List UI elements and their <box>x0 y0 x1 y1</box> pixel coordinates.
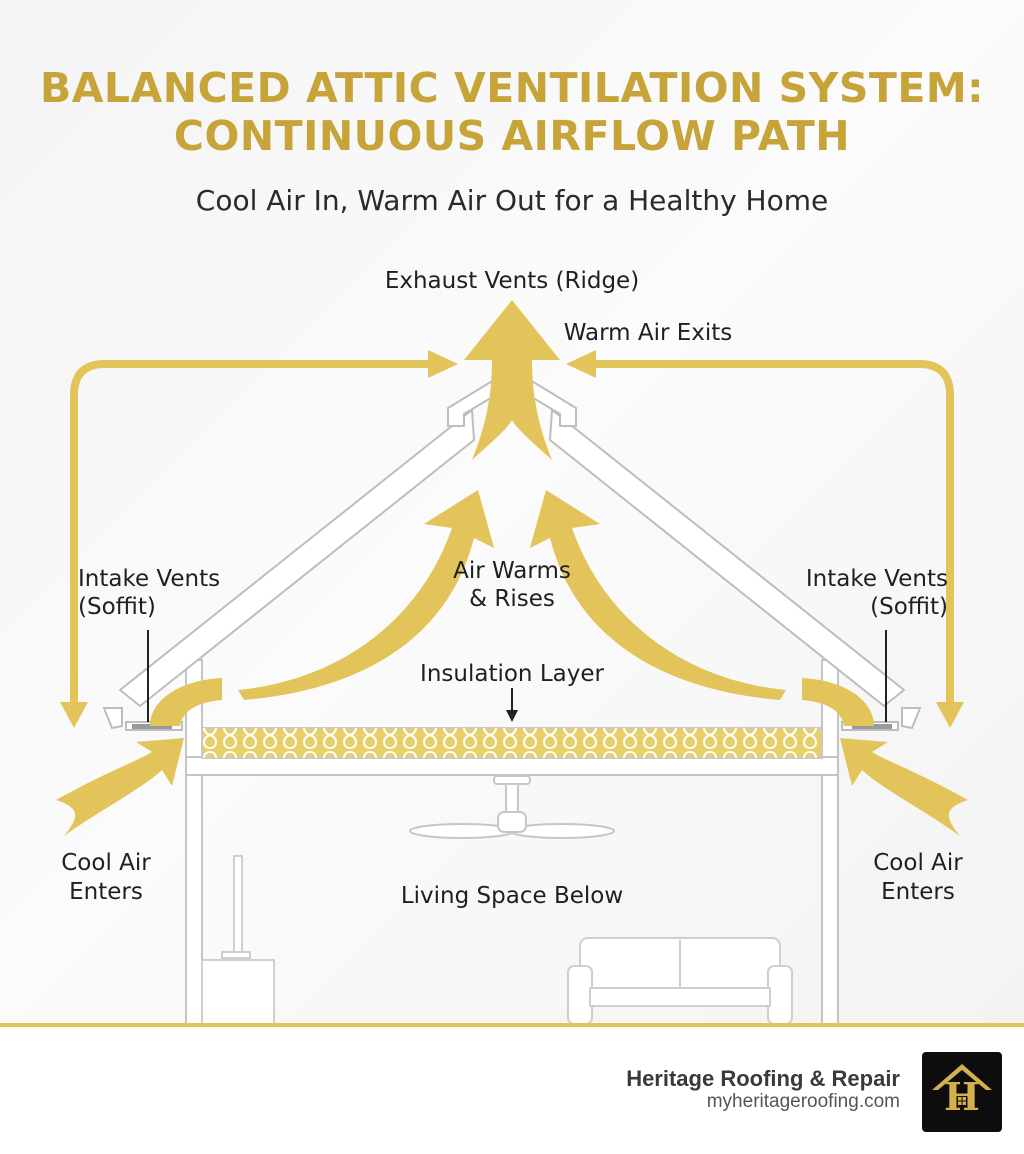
soffit-vent-right-icon <box>852 724 892 729</box>
attic-ventilation-diagram: Exhaust Vents (Ridge) Warm Air Exits Int… <box>0 268 1024 1027</box>
exhaust-vents-label: Exhaust Vents (Ridge) <box>385 268 639 294</box>
living-space-label: Living Space Below <box>401 883 623 909</box>
intake-curl-left <box>150 678 222 726</box>
exhaust-arrow <box>464 300 560 460</box>
insulation-pointer-arrowhead <box>506 710 518 722</box>
cool-air-right-label-2: Enters <box>881 879 955 905</box>
loop-arrowhead-right-bottom <box>936 702 964 728</box>
title-line-1: BALANCED ATTIC VENTILATION SYSTEM: <box>39 64 985 112</box>
cool-air-left-label-1: Cool Air <box>61 850 151 876</box>
roof-left <box>119 409 475 707</box>
diagram-subtitle: Cool Air In, Warm Air Out for a Healthy … <box>195 184 829 217</box>
airflow-arrows <box>56 300 968 836</box>
air-warms-label-2: & Rises <box>469 586 555 612</box>
ceiling-fan-icon <box>409 775 615 839</box>
footer <box>0 1027 1024 1154</box>
cool-air-arrow-left <box>56 738 184 836</box>
loop-arrowhead-left-top <box>428 350 458 378</box>
company-url: myheritageroofing.com <box>706 1091 900 1112</box>
company-logo: H <box>922 1052 1002 1132</box>
house-logo-icon: H <box>932 1064 992 1119</box>
intake-left-label-2: (Soffit) <box>78 594 156 620</box>
intake-curl-right <box>802 678 874 726</box>
tv-stand <box>201 855 275 1026</box>
title-line-2: CONTINUOUS AIRFLOW PATH <box>173 112 851 160</box>
loop-line-left <box>70 360 430 708</box>
cool-air-right-label-1: Cool Air <box>873 850 963 876</box>
loop-arrowhead-right-top <box>566 350 596 378</box>
sofa <box>567 937 793 1025</box>
rising-arrow-right <box>530 490 786 700</box>
cool-air-arrow-right <box>840 738 968 836</box>
intake-right-label-1: Intake Vents <box>806 566 948 592</box>
warm-air-exits-label: Warm Air Exits <box>564 320 733 346</box>
ground-line <box>0 1023 1024 1027</box>
loop-arrowhead-left-bottom <box>60 702 88 728</box>
rising-arrow-left <box>238 490 494 700</box>
company-name: Heritage Roofing & Repair <box>626 1066 900 1091</box>
circulation-loop <box>70 360 954 708</box>
roof-right <box>549 409 905 707</box>
intake-right-label-2: (Soffit) <box>870 594 948 620</box>
loop-line-right <box>594 360 954 708</box>
ceiling-joist <box>185 756 839 776</box>
diagram-title: BALANCED ATTIC VENTILATION SYSTEM: CONTI… <box>0 64 1024 160</box>
cool-air-left-label-2: Enters <box>69 879 143 905</box>
air-warms-label-1: Air Warms <box>453 558 571 584</box>
intake-left-label-1: Intake Vents <box>78 566 220 592</box>
insulation-label: Insulation Layer <box>420 661 604 687</box>
soffit-vent-left-icon <box>132 724 172 729</box>
house-walls <box>185 659 839 1026</box>
